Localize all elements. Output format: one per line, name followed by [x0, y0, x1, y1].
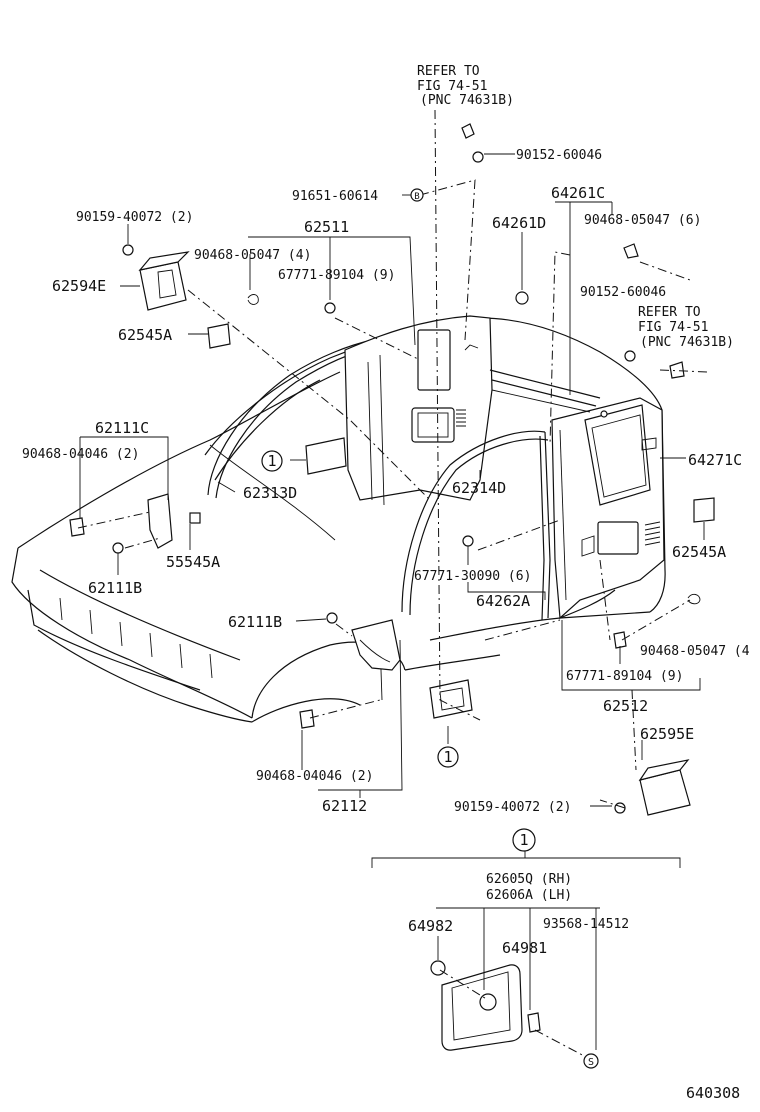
refer-right-line1: REFER TO [638, 305, 701, 320]
label-62512: 62512 [603, 697, 648, 715]
callout-1-c-text: 1 [519, 831, 528, 849]
label-90468-05047-c: 90468-05047 (4 [640, 644, 750, 659]
rear-quarter-trim [489, 369, 665, 620]
label-64261C: 64261C [551, 184, 605, 202]
rear-opening-moulding [401, 430, 551, 621]
label-62112: 62112 [322, 797, 367, 815]
part-labels: REFER TO FIG 74-51 (PNC 74631B) 90152-60… [22, 64, 750, 1102]
label-55545A: 55545A [166, 553, 220, 571]
label-62313D: 62313D [243, 484, 297, 502]
label-90468-04046-b: 90468-04046 (2) [256, 769, 373, 784]
label-64261D: 64261D [492, 214, 546, 232]
label-62111C: 62111C [95, 419, 149, 437]
label-62606A: 62606A (LH) [486, 888, 572, 903]
label-93568-14512: 93568-14512 [543, 917, 629, 932]
figure-number: 640308 [686, 1084, 740, 1102]
label-90159-40072-b: 90159-40072 (2) [454, 800, 571, 815]
callout-markers: 1 1 1 B S [261, 188, 599, 1069]
callout-B-text: B [414, 192, 419, 202]
label-91651-60614: 91651-60614 [292, 189, 378, 204]
label-62111B-a: 62111B [88, 579, 142, 597]
callout-S-text: S [588, 1057, 594, 1068]
label-90468-05047-6: 90468-05047 (6) [584, 213, 701, 228]
label-62594E: 62594E [52, 277, 106, 295]
label-90152-60046-a: 90152-60046 [516, 148, 602, 163]
callout-1-c [512, 828, 536, 852]
callout-1-b-text: 1 [443, 748, 452, 766]
refer-top-line1: REFER TO [417, 64, 480, 79]
label-62605Q: 62605Q (RH) [486, 872, 572, 887]
label-62314D: 62314D [452, 479, 506, 497]
label-62595E: 62595E [640, 725, 694, 743]
inset-handle-assembly [430, 960, 541, 1051]
refer-right-line2: FIG 74-51 [638, 320, 708, 335]
label-67771-89104-b: 67771-89104 (9) [566, 669, 683, 684]
label-62545A-b: 62545A [672, 543, 726, 561]
label-64271C: 64271C [688, 451, 742, 469]
refer-right-line3: (PNC 74631B) [640, 335, 734, 350]
label-67771-89104-a: 67771-89104 (9) [278, 268, 395, 283]
callout-S [583, 1053, 599, 1069]
label-64982: 64982 [408, 917, 453, 935]
label-62511: 62511 [304, 218, 349, 236]
label-64262A: 64262A [476, 592, 530, 610]
callout-1-a-text: 1 [267, 452, 276, 470]
center-pillar-trim [344, 315, 493, 506]
label-90468-05047-4: 90468-05047 (4) [194, 248, 311, 263]
label-90468-04046-a: 90468-04046 (2) [22, 447, 139, 462]
label-62111B-b: 62111B [228, 613, 282, 631]
callout-B [410, 188, 424, 202]
label-90159-40072-a: 90159-40072 (2) [76, 210, 193, 225]
label-64981: 64981 [502, 939, 547, 957]
label-62545A-a: 62545A [118, 326, 172, 344]
leader-lines [79, 153, 705, 1050]
label-67771-30090: 67771-30090 (6) [414, 569, 531, 584]
cowl-side-trim [351, 619, 401, 671]
refer-top-line2: FIG 74-51 [417, 79, 487, 94]
callout-1-a [261, 450, 283, 472]
fasteners [69, 123, 715, 816]
refer-top-line3: (PNC 74631B) [420, 93, 514, 108]
callout-1-b [437, 746, 459, 768]
car-body-outline [11, 317, 666, 723]
label-90152-60046-b: 90152-60046 [580, 285, 666, 300]
reference-lines [77, 109, 709, 1059]
